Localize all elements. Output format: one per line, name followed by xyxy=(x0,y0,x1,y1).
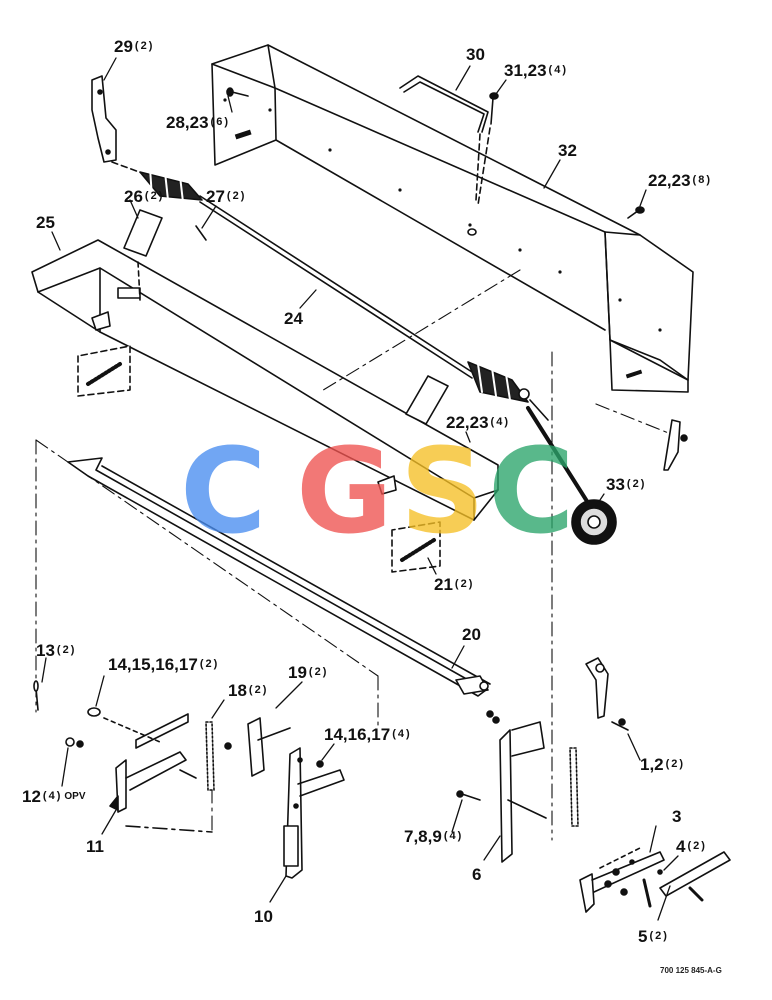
callout-14-15-16-17: 14,15,16,17(2) xyxy=(108,655,220,674)
callout-29: 29(2) xyxy=(114,37,155,56)
handle xyxy=(399,75,489,236)
bracket-right-upper xyxy=(663,419,688,471)
spring-box-right xyxy=(391,521,441,573)
watermark-letter: C xyxy=(180,422,267,560)
bracket-29 xyxy=(91,75,151,177)
drawing-code: 700 125 845-A-G xyxy=(660,966,722,975)
callout-3: 3 xyxy=(672,807,682,826)
right-linkage xyxy=(456,657,731,913)
callout-22-23-upper: 22,23(8) xyxy=(648,171,712,190)
leader-lines xyxy=(41,57,679,921)
callout-7-8-9: 7,8,9(4) xyxy=(404,827,464,846)
callout-26: 26(2) xyxy=(124,187,165,206)
callout-11: 11 xyxy=(86,837,104,856)
callout-24: 24 xyxy=(284,309,303,328)
callout-32: 32 xyxy=(558,141,577,160)
tray xyxy=(31,239,499,521)
callout-19: 19(2) xyxy=(288,663,329,682)
callout-14-16-17: 14,16,17(4) xyxy=(324,725,412,744)
callout-31-23: 31,23(4) xyxy=(504,61,568,80)
callout-20: 20 xyxy=(462,625,481,644)
callout-13: 13(2) xyxy=(36,641,77,660)
bolt-31 xyxy=(477,92,499,206)
wheel-33 xyxy=(526,406,617,545)
callout-22-23-middle: 22,23(4) xyxy=(446,413,510,432)
callout-30: 30 xyxy=(466,45,485,64)
bolt-22-23-right xyxy=(627,206,645,219)
bolt-28-23 xyxy=(226,87,249,97)
pin-27 xyxy=(195,225,207,241)
callout-6: 6 xyxy=(472,865,482,884)
watermark-letter: S xyxy=(400,422,485,560)
clamp-right xyxy=(405,375,449,425)
callout-28-23: 28,23(6) xyxy=(166,113,230,132)
callout-4: 4(2) xyxy=(676,837,707,856)
callout-21: 21(2) xyxy=(434,575,475,594)
watermark-letter: C xyxy=(488,422,575,560)
callout-25: 25 xyxy=(36,213,55,232)
housing-box xyxy=(211,44,694,393)
roller-shaft xyxy=(139,167,549,421)
callout-5: 5(2) xyxy=(638,927,669,946)
callout-12: 12(4)OPV xyxy=(22,787,86,806)
callout-33: 33(2) xyxy=(606,475,647,494)
callout-27: 27(2) xyxy=(206,187,247,206)
callout-1-2: 1,2(2) xyxy=(640,755,686,774)
callout-18: 18(2) xyxy=(228,681,269,700)
clamp-26 xyxy=(123,209,163,301)
left-linkage xyxy=(33,680,345,879)
callout-10: 10 xyxy=(254,907,273,926)
watermark-letter: G xyxy=(296,422,393,560)
spring-box-left xyxy=(77,345,131,397)
